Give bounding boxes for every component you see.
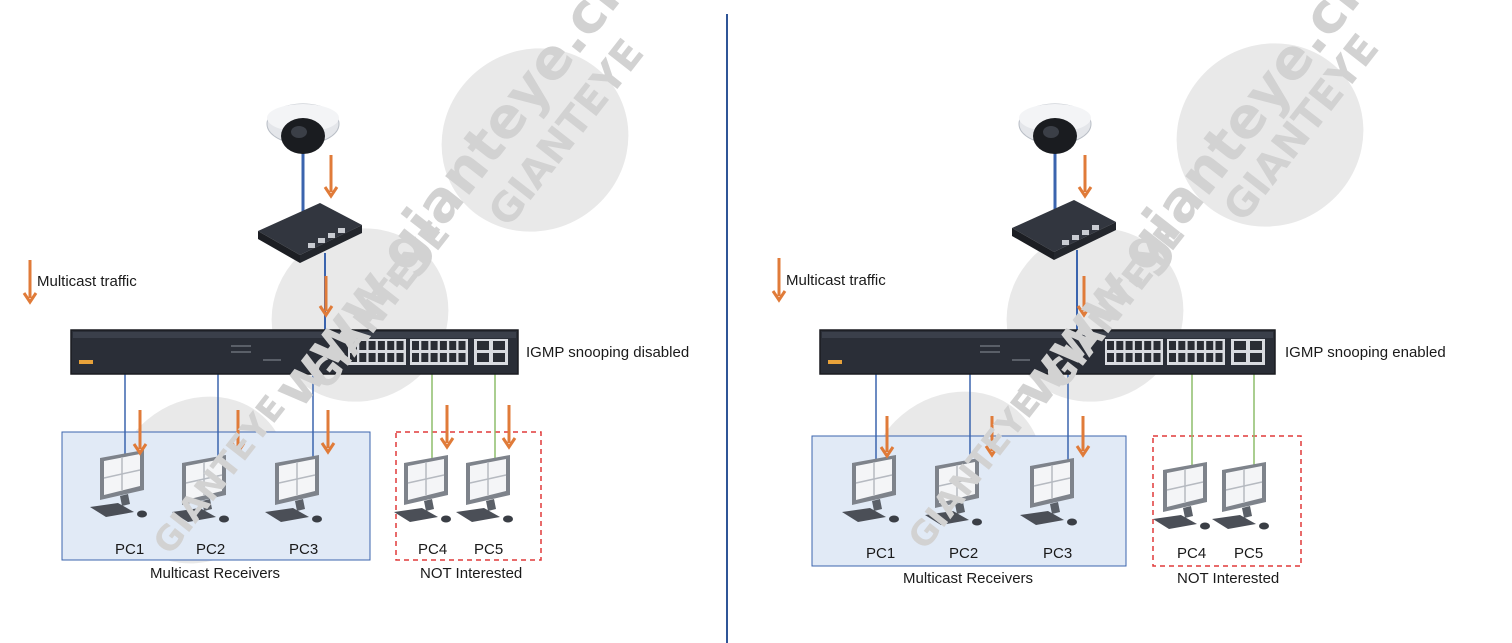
- multicast-arrow: [22, 260, 38, 305]
- switch-status-label: IGMP snooping enabled: [1285, 344, 1446, 361]
- multicast-arrow: [984, 416, 1000, 458]
- pc-workstation-icon: [172, 455, 229, 523]
- router-icon: [258, 203, 362, 263]
- pc1-label: PC1: [866, 545, 896, 562]
- pc5-label: PC5: [474, 541, 504, 558]
- not-interested-box: [395, 431, 542, 561]
- multicast-arrow: [771, 258, 787, 303]
- multicast-arrow: [439, 405, 455, 450]
- pc4-label: PC4: [1177, 545, 1207, 562]
- multicast-arrow: [501, 405, 517, 450]
- pc4-label: PC4: [418, 541, 448, 558]
- pc-workstation-icon: [394, 455, 451, 523]
- not-interested-box: [1152, 435, 1302, 567]
- multicast-arrow: [132, 410, 148, 456]
- legend-multicast-traffic-label: Multicast traffic: [37, 273, 137, 290]
- dome-camera-icon: [266, 103, 340, 154]
- network-switch-icon: [819, 329, 1276, 375]
- network-switch-icon: [70, 329, 519, 375]
- not-interested-group-label: NOT Interested: [1177, 570, 1280, 587]
- multicast-arrow: [879, 416, 895, 459]
- multicast-arrow: [318, 276, 334, 318]
- pc-workstation-icon: [842, 455, 899, 523]
- receivers-group-label: Multicast Receivers: [150, 565, 281, 582]
- pc1-label: PC1: [115, 541, 145, 558]
- switch-status-label: IGMP snooping disabled: [526, 344, 690, 361]
- pc2-label: PC2: [949, 545, 979, 562]
- dome-camera-icon: [1018, 103, 1092, 154]
- legend-multicast-traffic-label: Multicast traffic: [786, 272, 886, 289]
- multicast-arrow: [323, 155, 339, 199]
- pc2-label: PC2: [196, 541, 226, 558]
- pc-workstation-icon: [456, 455, 513, 523]
- pc5-label: PC5: [1234, 545, 1264, 562]
- router-icon: [1012, 200, 1116, 260]
- multicast-arrow: [230, 410, 246, 455]
- multicast-arrow: [1075, 416, 1091, 458]
- pc-workstation-icon: [90, 450, 147, 518]
- multicast-arrow: [1077, 155, 1093, 199]
- pc3-label: PC3: [289, 541, 319, 558]
- multicast-arrow: [1076, 276, 1092, 318]
- pc-workstation-icon: [265, 455, 322, 523]
- not-interested-group-label: NOT Interested: [420, 565, 523, 582]
- pc-workstation-icon: [1020, 458, 1077, 526]
- multicast-arrow: [320, 410, 336, 455]
- pc3-label: PC3: [1043, 545, 1073, 562]
- pc-workstation-icon: [1212, 462, 1269, 530]
- pc-workstation-icon: [1153, 462, 1210, 530]
- pc-workstation-icon: [925, 458, 982, 526]
- receivers-group-label: Multicast Receivers: [903, 570, 1034, 587]
